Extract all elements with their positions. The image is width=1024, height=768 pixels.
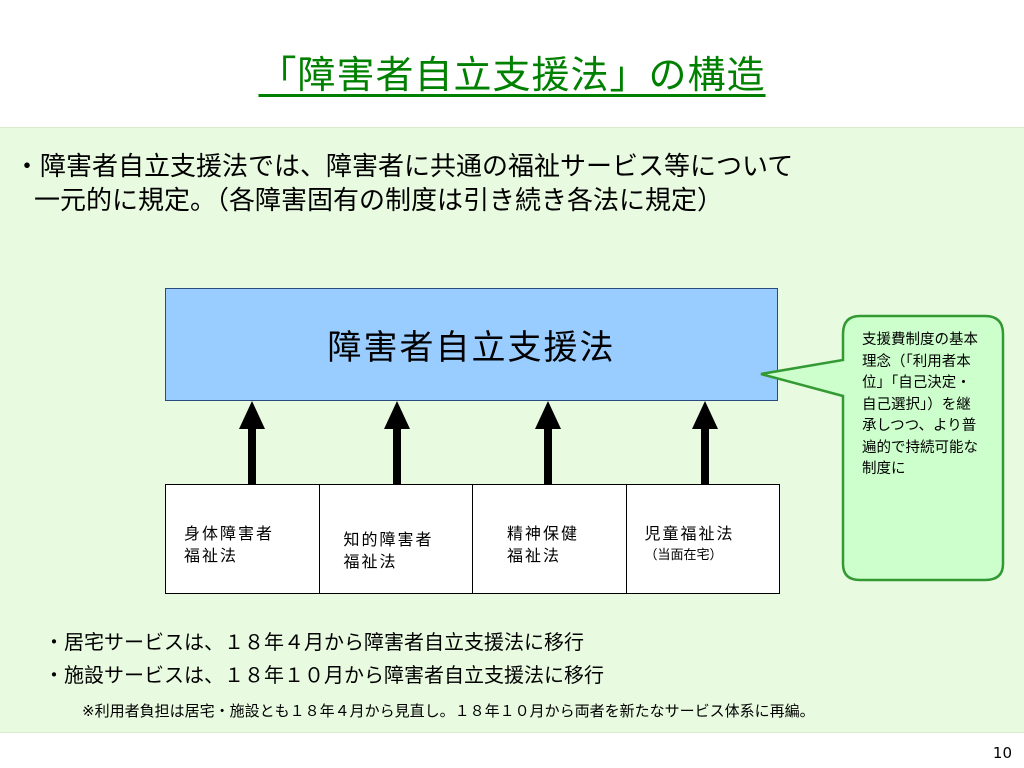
- callout-text: 支援費制度の基本理念（「利用者本位」「自己決定・自己選択」）を継承しつつ、より普…: [862, 332, 978, 477]
- sub-law-physical: 身体障害者 福祉法: [166, 485, 320, 593]
- sub-law-line1: 知的障害者: [343, 530, 434, 549]
- page-number: 10: [992, 744, 1012, 762]
- main-law-box: 障害者自立支援法: [165, 288, 778, 401]
- sub-law-note: （当面在宅）: [644, 548, 723, 563]
- main-law-label: 障害者自立支援法: [327, 328, 616, 368]
- sub-law-line2: 福祉法: [343, 552, 398, 571]
- bullet-item: ・施設サービスは、１８年１０月から障害者自立支援法に移行: [44, 663, 604, 687]
- sub-law-intellectual: 知的障害者 福祉法: [320, 485, 473, 593]
- sub-law-mental: 精神保健 福祉法: [473, 485, 627, 593]
- arrow-up-icon: [384, 401, 410, 485]
- sub-law-line1: 精神保健: [507, 524, 580, 543]
- bullet-list: ・居宅サービスは、１８年４月から障害者自立支援法に移行 ・施設サービスは、１８年…: [44, 626, 604, 692]
- footnote: ※利用者負担は居宅・施設とも１８年４月から見直し。１８年１０月から両者を新たなサ…: [82, 702, 815, 720]
- arrow-up-icon: [239, 401, 265, 485]
- intro-text: ・障害者自立支援法では、障害者に共通の福祉サービス等について 一元的に規定。（各…: [14, 150, 1014, 218]
- page-title: 「障害者自立支援法」の構造: [258, 53, 766, 97]
- sub-law-line1: 児童福祉法: [644, 524, 735, 543]
- speech-callout: [760, 314, 1005, 582]
- bullet-item: ・居宅サービスは、１８年４月から障害者自立支援法に移行: [44, 630, 584, 654]
- sub-law-line2: 福祉法: [507, 546, 562, 565]
- sub-law-line1: 身体障害者: [184, 524, 275, 543]
- sub-law-child: 児童福祉法 （当面在宅）: [627, 485, 780, 593]
- sub-laws-row: 身体障害者 福祉法 知的障害者 福祉法 精神保健 福祉法 児童福祉法 （当面在宅…: [165, 484, 780, 594]
- sub-law-line2: 福祉法: [184, 546, 239, 565]
- arrow-up-icon: [535, 401, 561, 485]
- intro-line-2: 一元的に規定。（各障害固有の制度は引き続き各法に規定）: [34, 186, 724, 216]
- intro-line-1: ・障害者自立支援法では、障害者に共通の福祉サービス等について: [14, 152, 794, 182]
- arrow-up-icon: [692, 401, 718, 485]
